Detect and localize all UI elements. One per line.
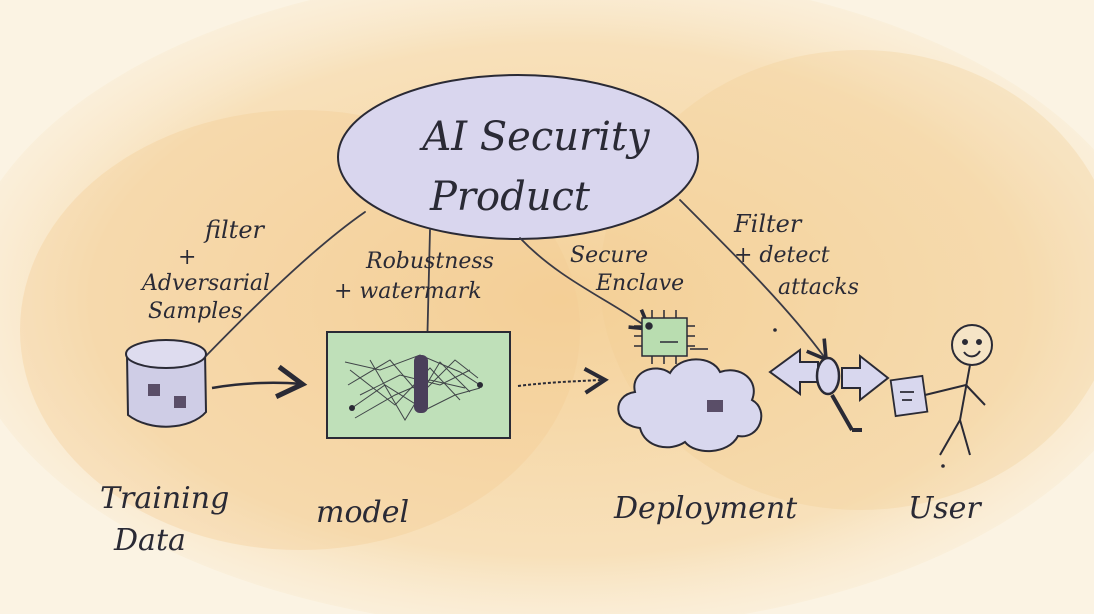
annotation-filter: filter (203, 216, 266, 244)
document-icon (889, 374, 929, 418)
stage-label-user: User (908, 491, 982, 526)
ink-dot (773, 328, 777, 332)
stage-label-deployment: Deployment (613, 491, 798, 526)
annotation-secure: Secure (570, 243, 648, 268)
neural-network-icon (326, 331, 511, 439)
connector-to-deployment (519, 237, 653, 332)
stage-label-training: Training (100, 481, 229, 516)
ai-security-product-ellipse (337, 74, 699, 240)
stick-figure-icon (924, 324, 993, 456)
arrow-data-to-model (211, 364, 308, 399)
arrow-model-to-deployment (517, 367, 609, 395)
annotation-enclave: Enclave (595, 271, 684, 296)
annotation-user-filter: Filter + detect attacks (733, 210, 859, 300)
center-title-line1: AI Security (418, 114, 651, 160)
stage-label-model: model (316, 495, 409, 530)
annotation-data-filter: filter + Adversarial Samples (140, 216, 270, 324)
magnifier-icon (815, 356, 862, 432)
annotation-watermark: + watermark (334, 279, 482, 304)
database-icon (125, 339, 208, 428)
center-title-line2: Product (429, 174, 591, 220)
chip-icon (634, 310, 708, 364)
annotation-attacks: attacks (778, 275, 859, 300)
stage-label-data: Data (113, 523, 186, 558)
annotation-model: Robustness + watermark (334, 249, 494, 304)
ink-dot (941, 464, 945, 468)
annotation-detect: + detect (734, 243, 830, 268)
annotation-plus: + (178, 245, 196, 270)
annotation-filter-user: Filter (733, 210, 803, 238)
connector-to-user (679, 199, 829, 363)
cloud-icon (617, 358, 763, 453)
annotation-adversarial: Adversarial (140, 271, 270, 296)
annotation-samples: Samples (148, 299, 242, 324)
annotation-robustness: Robustness (365, 249, 494, 274)
annotation-deployment: Secure Enclave (570, 243, 684, 296)
